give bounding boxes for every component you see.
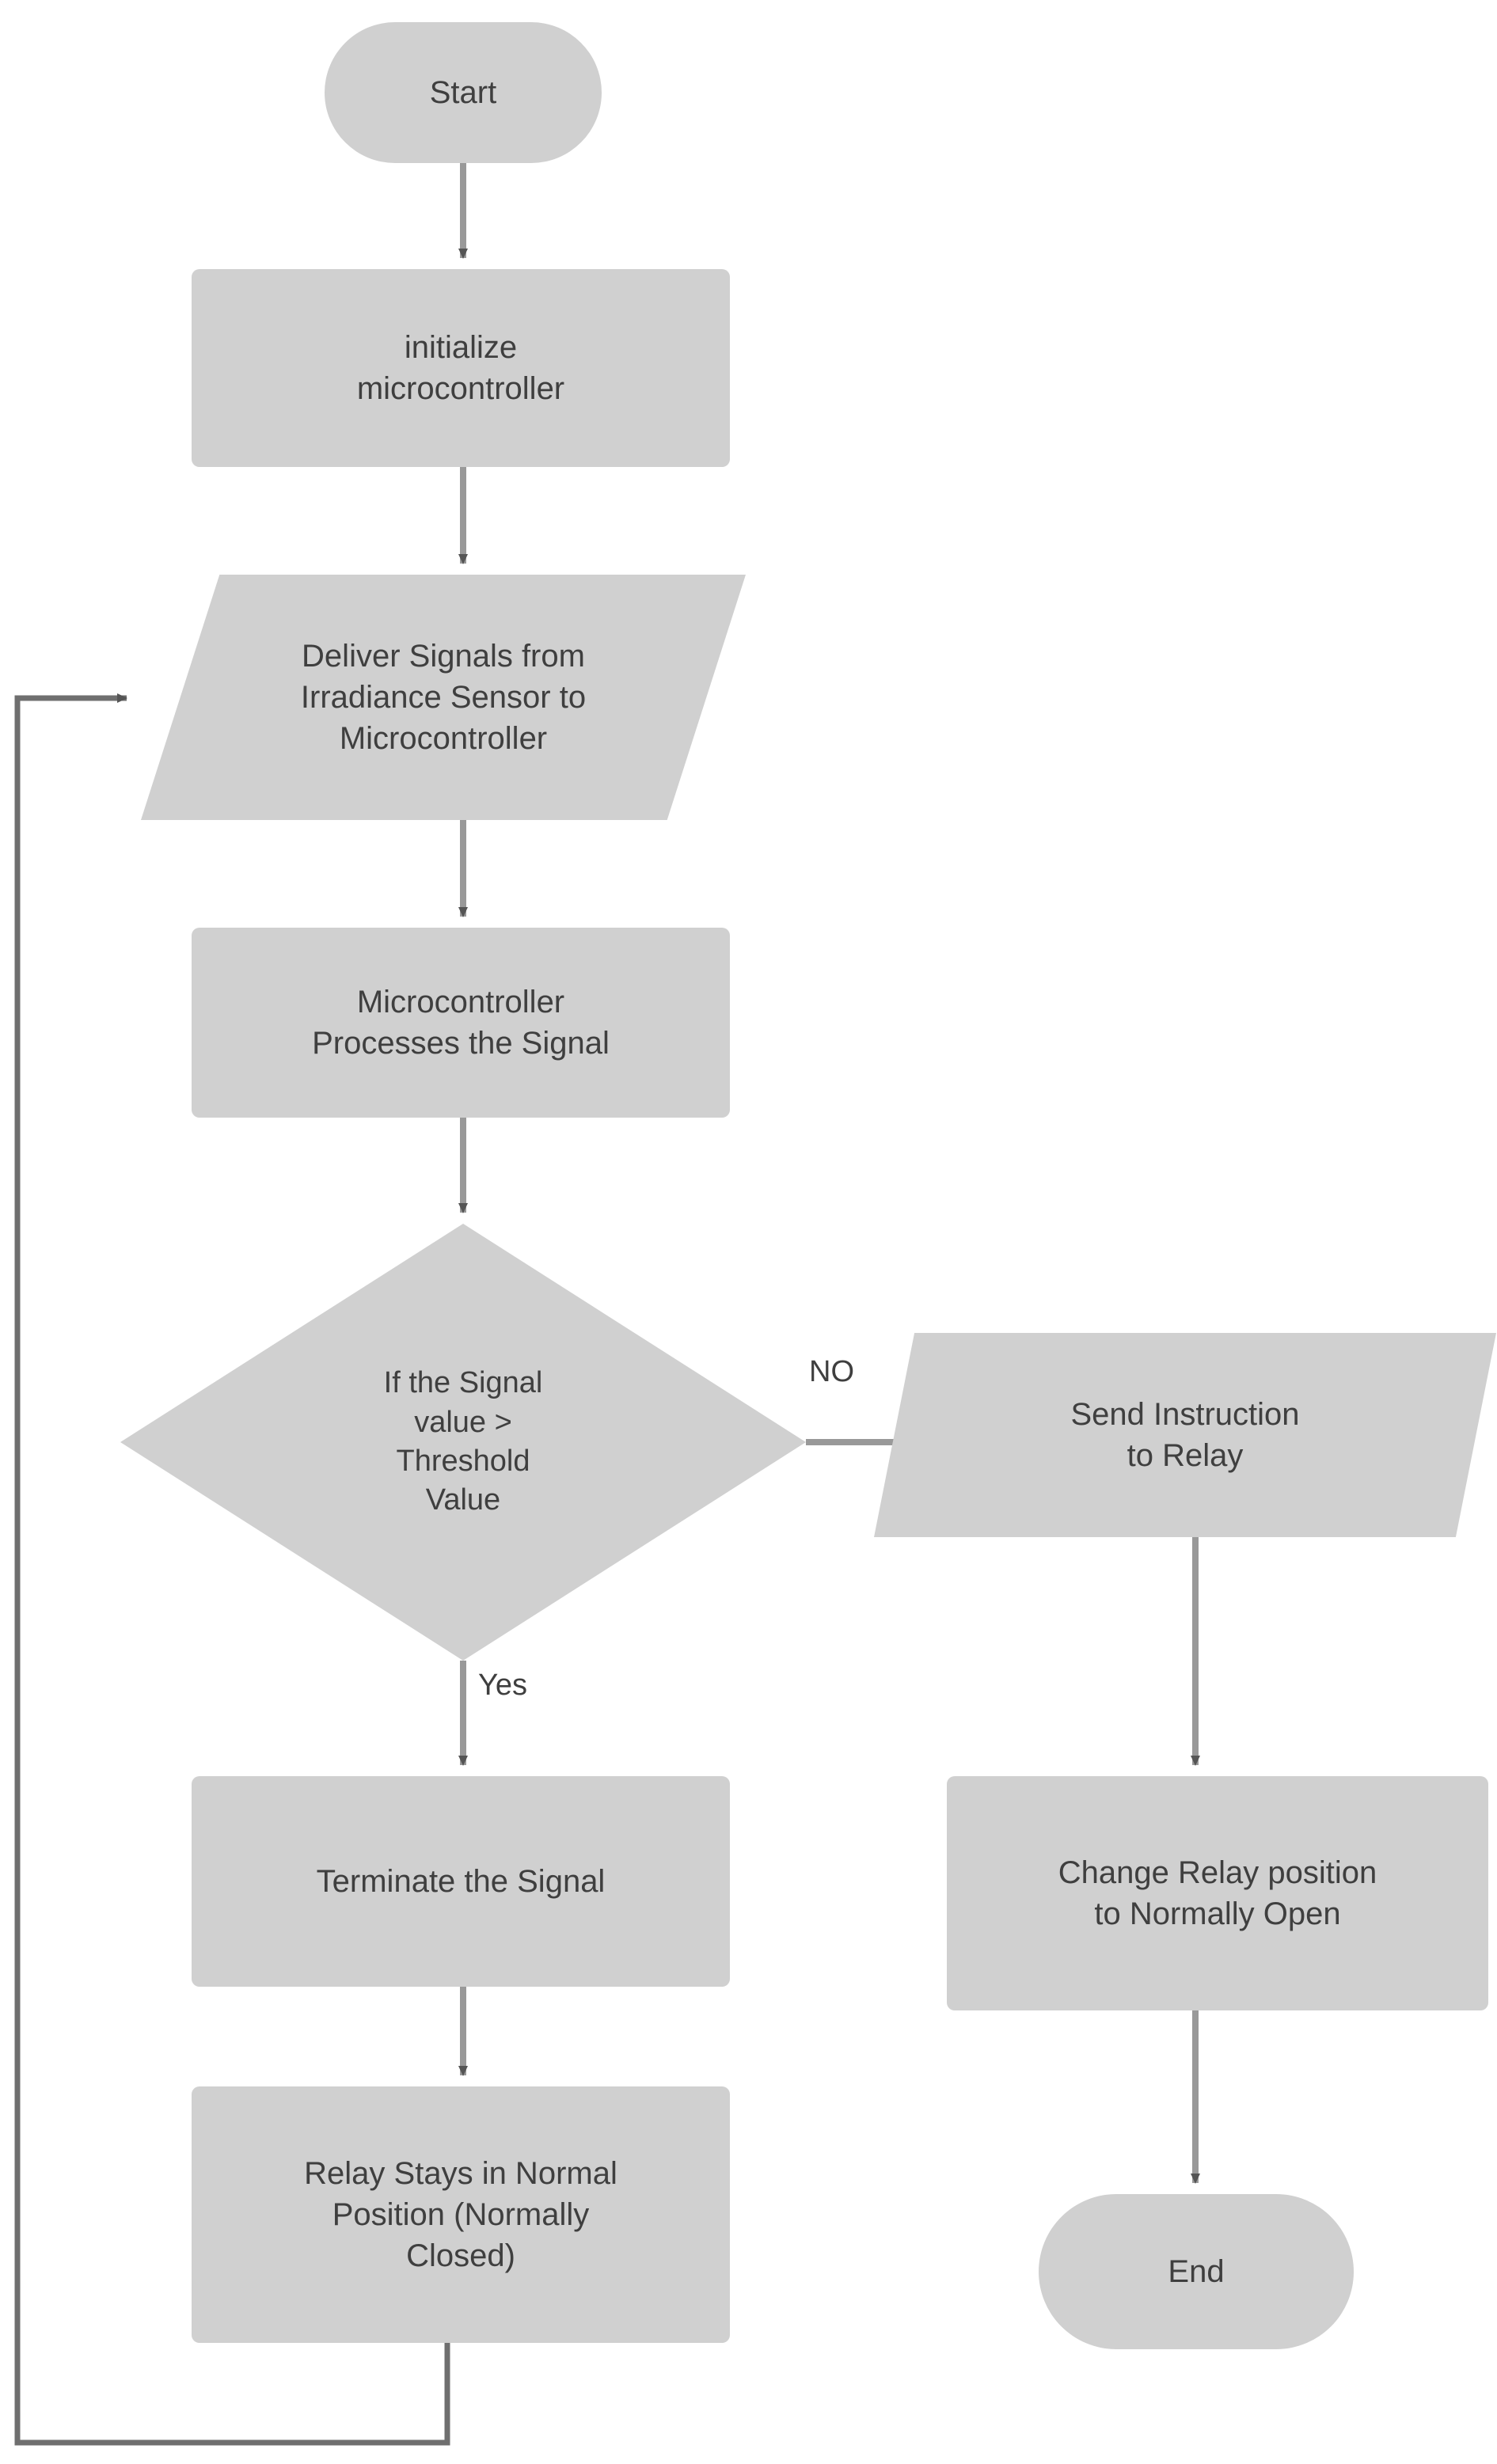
- parallelogram-shape: [874, 1333, 1496, 1537]
- parallelogram-shape: [141, 575, 746, 820]
- node-microcontroller-processes-signal-label: Microcontroller Processes the Signal: [312, 985, 610, 1061]
- node-change-relay-position[interactable]: Change Relay position to Normally Open: [947, 1776, 1488, 2010]
- node-start[interactable]: Start: [325, 22, 602, 163]
- node-end-label: End: [1168, 2254, 1225, 2289]
- node-start-label: Start: [429, 75, 497, 110]
- node-decision-signal-threshold-label: If the Signal value > Threshold Value: [383, 1366, 543, 1517]
- edge-label-yes: Yes: [478, 1669, 527, 1702]
- node-deliver-signals[interactable]: Deliver Signals from Irradiance Sensor t…: [141, 575, 746, 820]
- node-microcontroller-processes-signal[interactable]: Microcontroller Processes the Signal: [192, 928, 730, 1118]
- node-end[interactable]: End: [1039, 2194, 1354, 2349]
- node-terminate-the-signal-label: Terminate the Signal: [316, 1864, 606, 1899]
- node-relay-stays-normal-position[interactable]: Relay Stays in Normal Position (Normally…: [192, 2086, 730, 2343]
- node-relay-stays-normal-position-label: Relay Stays in Normal Position (Normally…: [304, 2156, 617, 2273]
- node-deliver-signals-label: Deliver Signals from Irradiance Sensor t…: [300, 639, 587, 756]
- node-send-instruction-to-relay[interactable]: Send Instruction to Relay: [874, 1333, 1496, 1537]
- node-initialize-microcontroller[interactable]: initialize microcontroller: [192, 269, 730, 467]
- node-change-relay-position-label: Change Relay position to Normally Open: [1058, 1855, 1377, 1931]
- node-initialize-microcontroller-label: initialize microcontroller: [356, 330, 565, 406]
- node-terminate-the-signal[interactable]: Terminate the Signal: [192, 1776, 730, 1987]
- edge-label-no: NO: [809, 1355, 854, 1388]
- node-send-instruction-to-relay-label: Send Instruction to Relay: [1070, 1397, 1300, 1473]
- node-decision-signal-threshold[interactable]: If the Signal value > Threshold Value: [120, 1224, 806, 1661]
